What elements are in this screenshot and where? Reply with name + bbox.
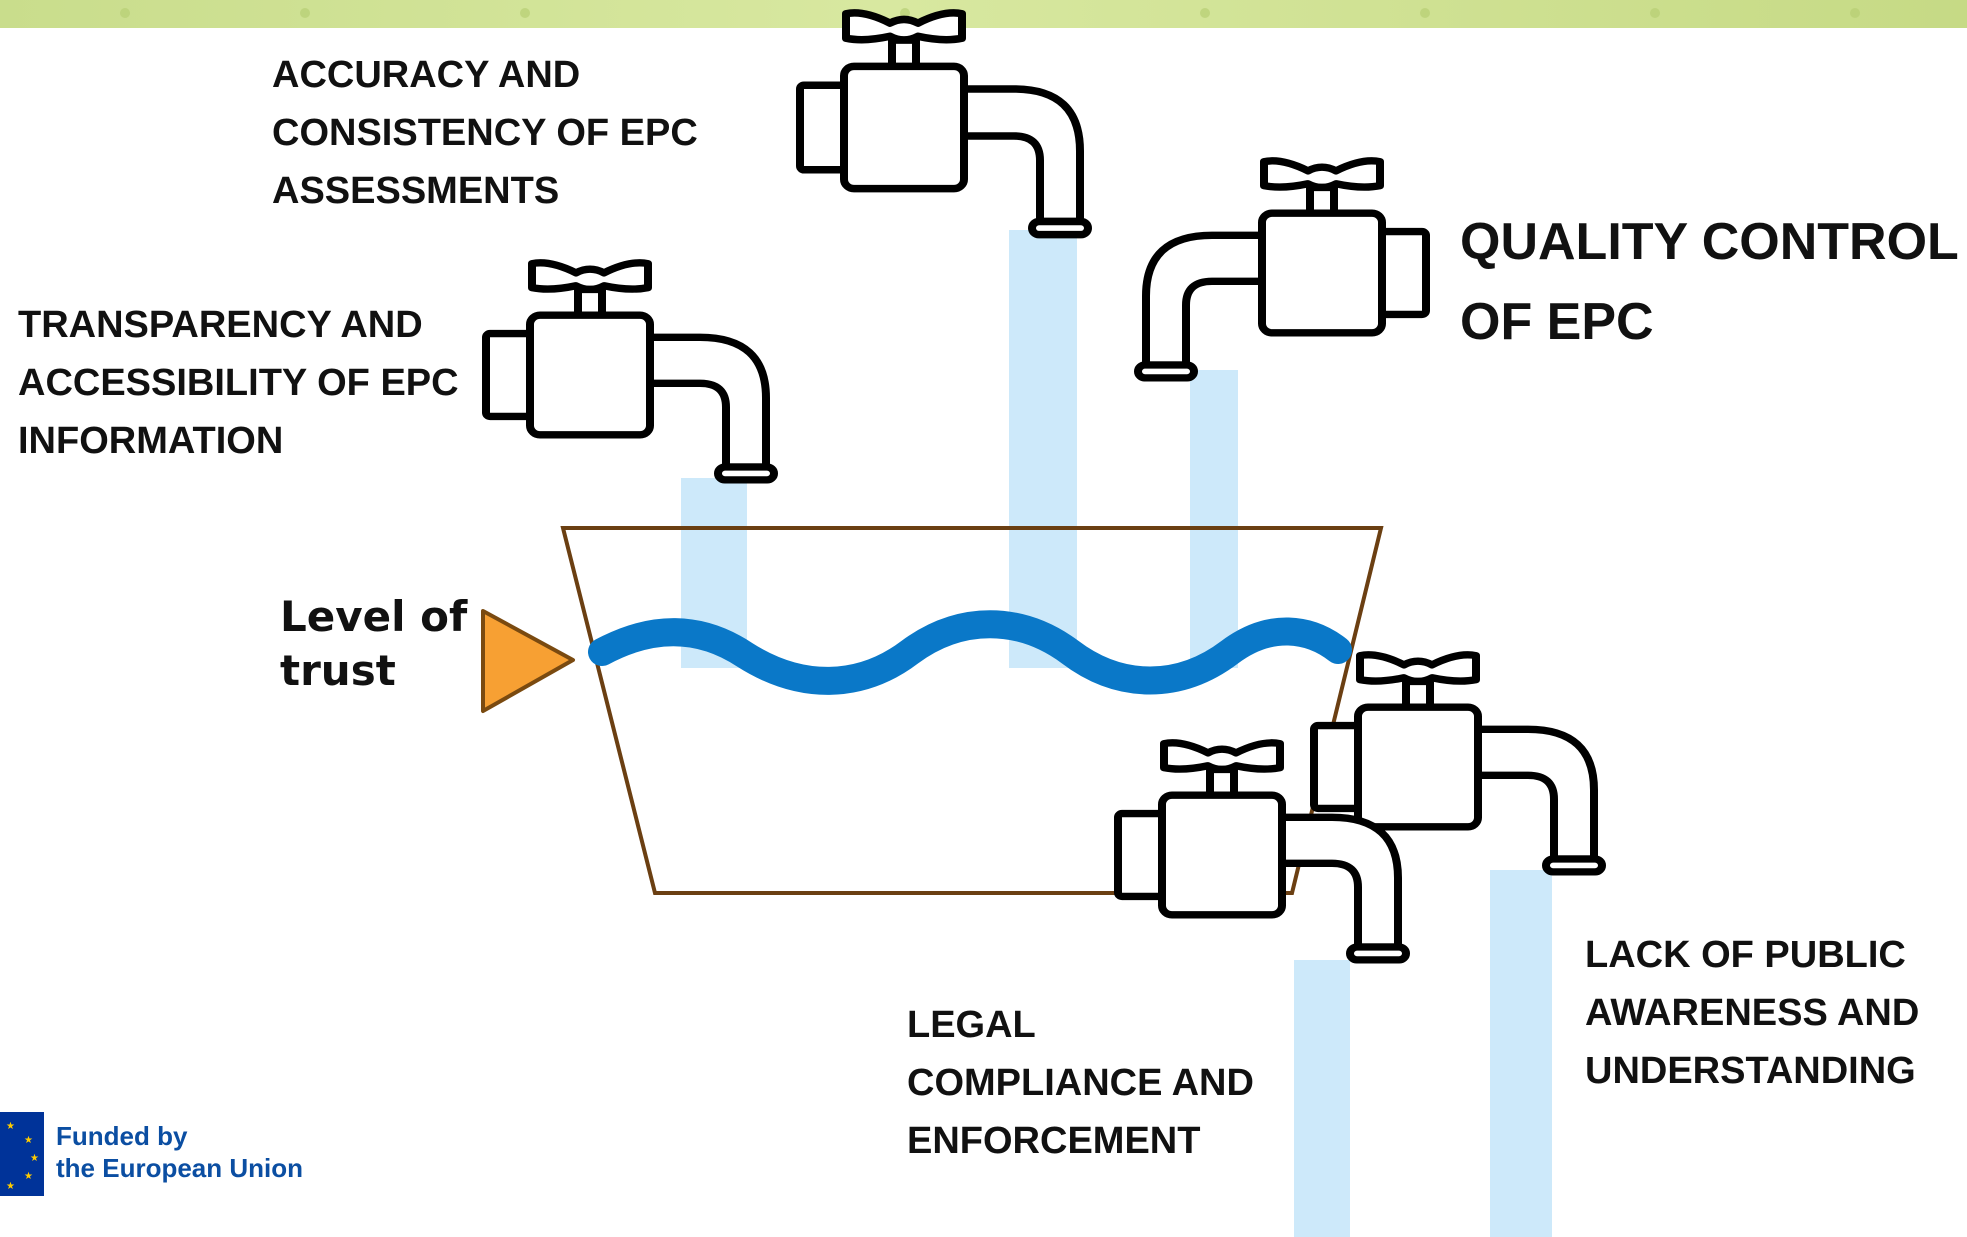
water-level-wave (588, 610, 1352, 695)
faucet-icon (1138, 161, 1426, 378)
title-quality-control: QUALITY CONTROL OF EPC (1460, 213, 1959, 351)
stream-accuracy (1009, 230, 1077, 668)
stream-awareness (1490, 870, 1552, 1237)
triangle-pointer-icon (481, 609, 575, 713)
label-accuracy: ACCURACY AND CONSISTENCY OF EPC ASSESSME… (272, 54, 698, 212)
label-awareness: LACK OF PUBLIC AWARENESS AND UNDERSTANDI… (1585, 934, 1920, 1092)
label-legal: LEGAL COMPLIANCE AND ENFORCEMENT (907, 1004, 1254, 1162)
top-decorative-band (0, 0, 1967, 28)
stream-quality (1190, 370, 1238, 668)
faucet-icon (800, 13, 1088, 235)
basin (560, 526, 1384, 895)
stream-legal (1294, 960, 1350, 1237)
funded-by-eu-text: Funded by the European Union (56, 1121, 303, 1183)
faucet-icon (486, 263, 774, 480)
label-transparency: TRANSPARENCY AND ACCESSIBILITY OF EPC IN… (18, 304, 459, 462)
eu-flag-icon: ★ ★ ★ ★ ★ (0, 1112, 44, 1196)
label-level-of-trust: Level of trust (280, 592, 468, 695)
